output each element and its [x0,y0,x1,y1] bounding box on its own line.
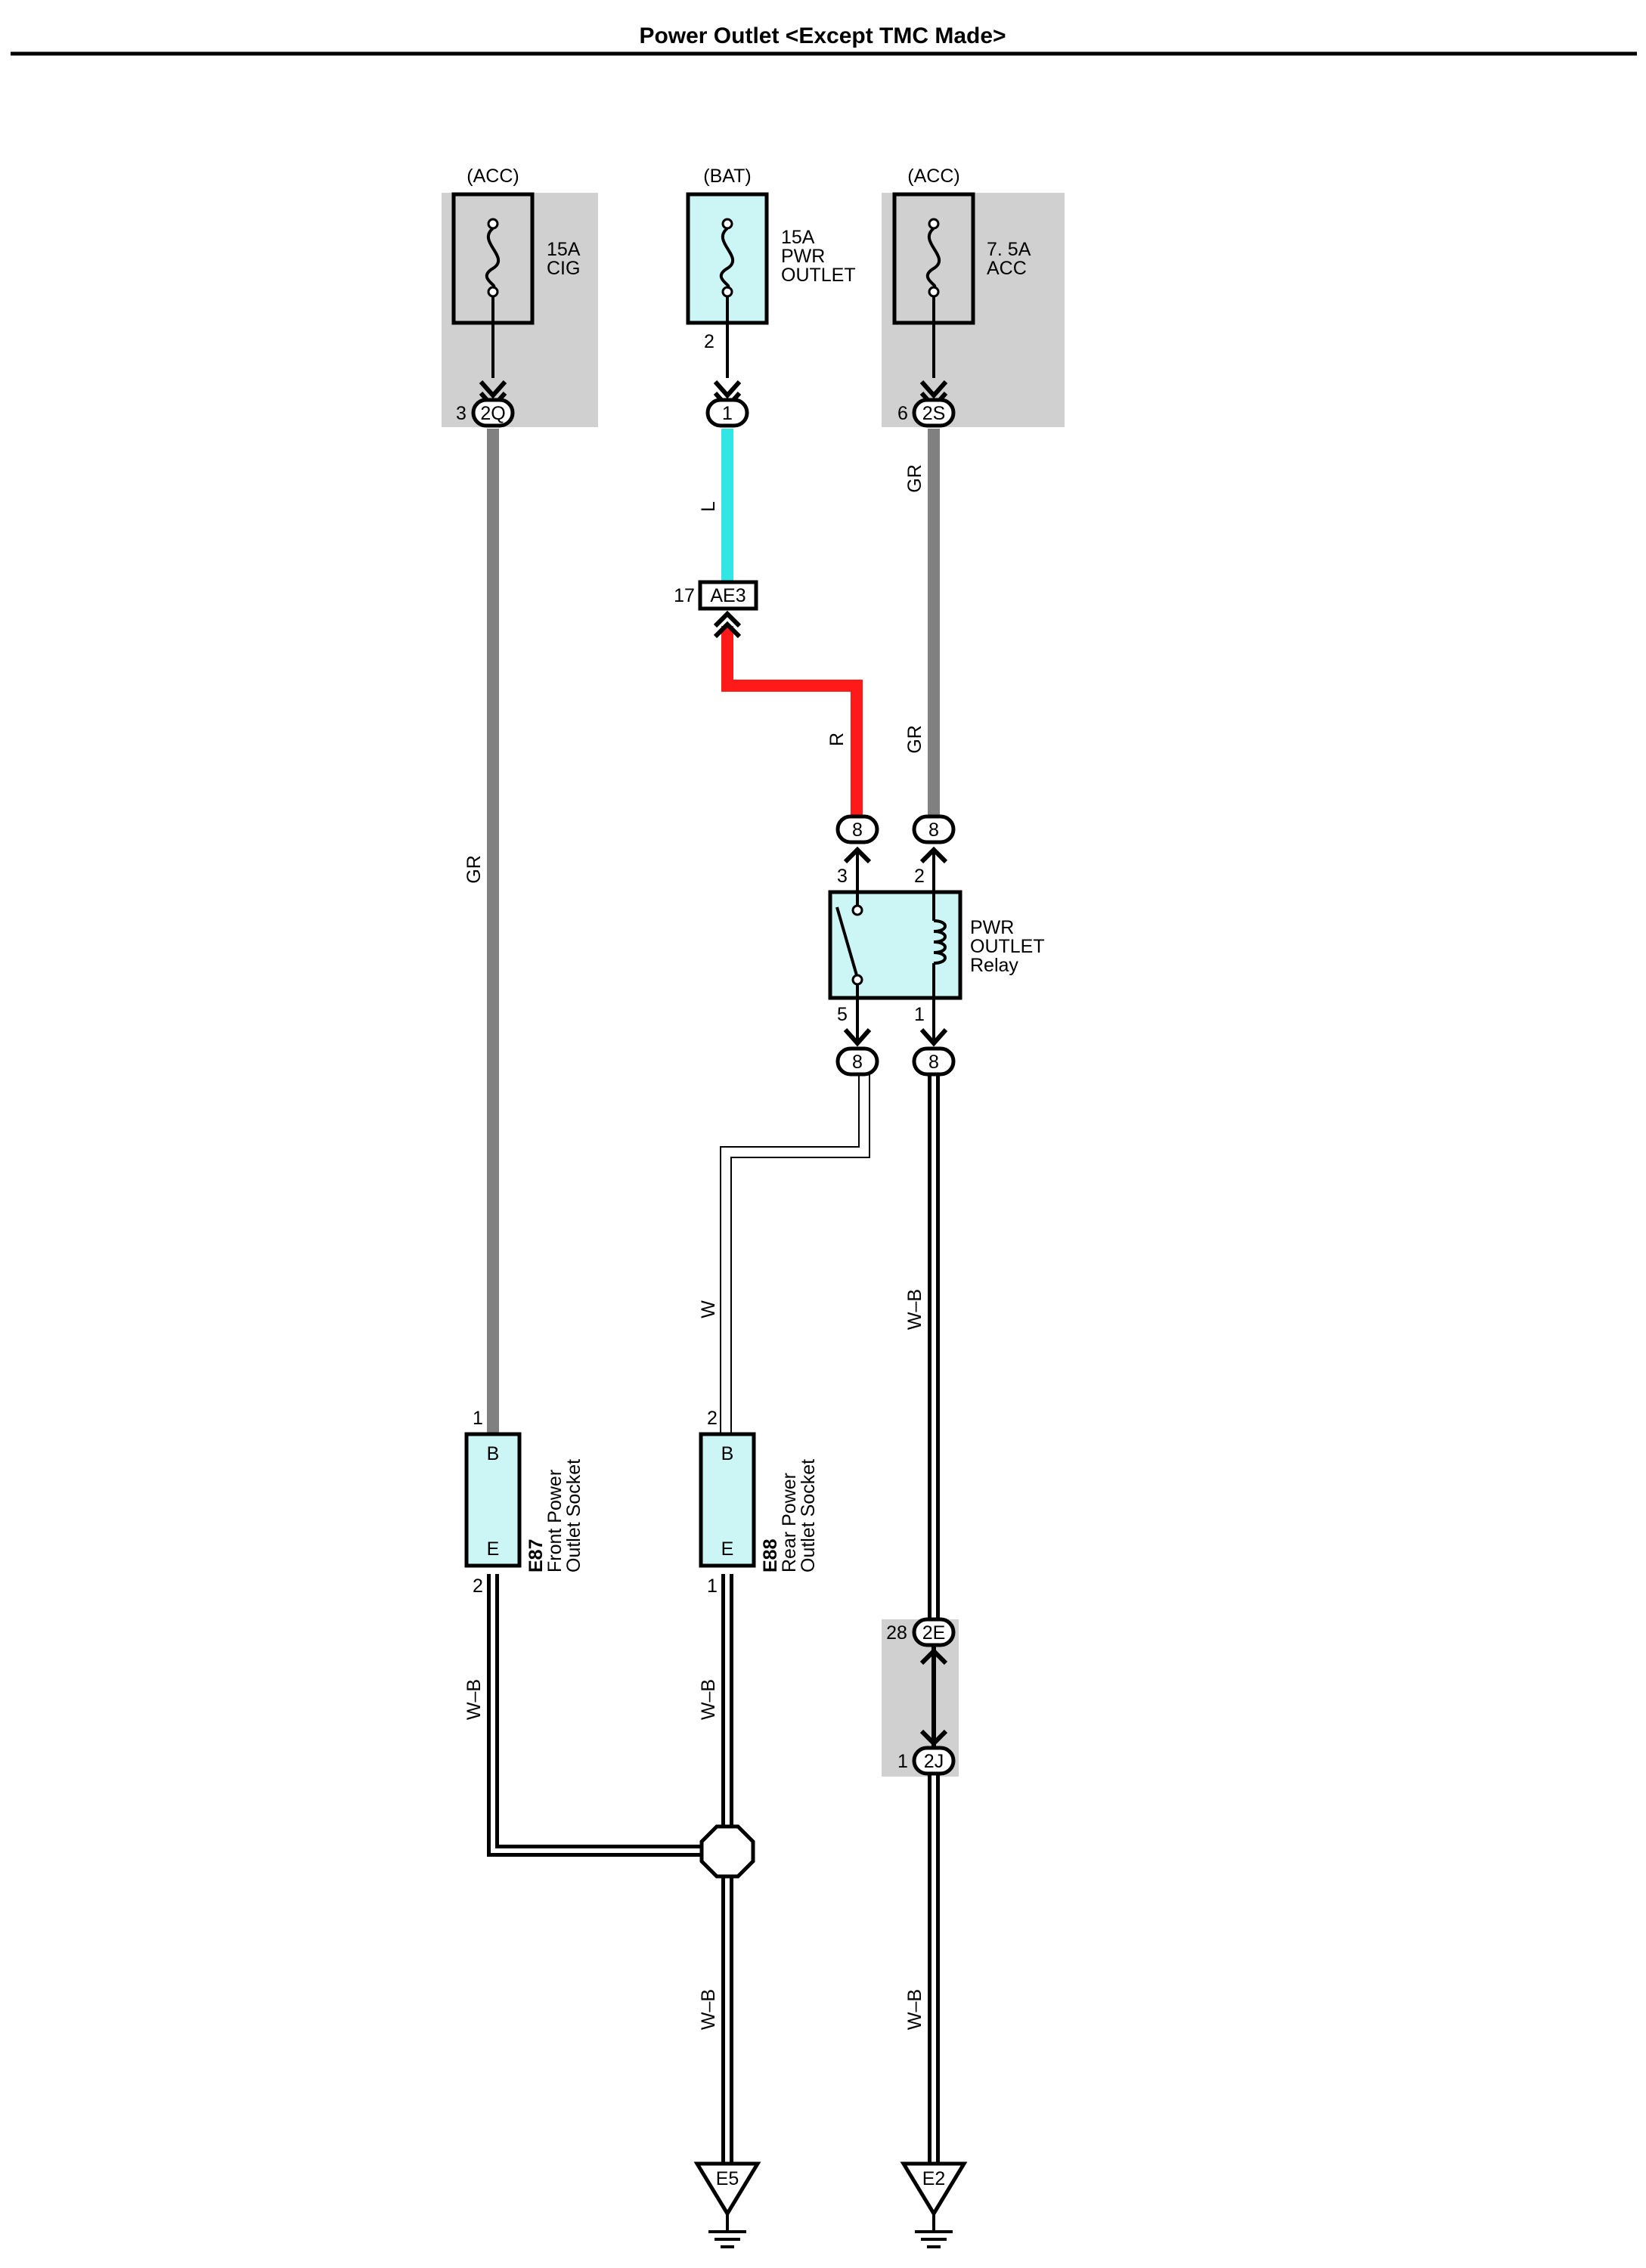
junction-ae3-pin: 17 [674,585,695,606]
junction-ae3-label: AE3 [710,585,746,606]
wire-label-gr: GR [904,725,925,754]
fuse-acc: (ACC) 7. 5A ACC [892,166,1031,378]
wire-label-gr: GR [463,855,485,884]
wire-label-wb: W–B [904,1989,925,2030]
wire-label-w: W [698,1300,719,1318]
fuse-element-icon [485,227,500,289]
connector-2j: 2J 1 [897,1746,956,1776]
fuse-pwr-pin: 2 [704,331,715,352]
rear-socket-pin-b: 2 [707,1408,718,1429]
wire-label-gr: GR [904,464,925,493]
fuse-cig-source: (ACC) [467,166,519,187]
fuse-acc-source: (ACC) [907,166,959,187]
fuse-cig-rating: 15A [547,239,581,260]
rear-socket-id: E88 [760,1538,781,1572]
wire-label-l: L [698,501,719,512]
connector-2e-pin: 28 [886,1622,907,1644]
connector-2s: 2S 6 [897,398,956,428]
fuse-element-icon [926,227,941,289]
relay-connector-top-right: 8 [912,814,956,844]
wire-label-wb: W–B [904,1289,925,1330]
fuse-acc-rating: 7. 5A [987,239,1031,260]
splice-point [699,1824,755,1879]
fuse-element-icon [720,227,734,289]
wire-wb-e87 [491,1574,726,1853]
wire-w [721,1075,869,1434]
arrow-up-icon [713,610,742,639]
fuse-cig-name: CIG [547,258,580,279]
ground-e5-label: E5 [716,2168,739,2189]
relay-switch-icon [835,906,858,976]
ground-e2-label: E2 [922,2168,946,2189]
relay-conn-label: 8 [928,820,939,841]
page-title: Power Outlet <Except TMC Made> [639,23,1006,48]
ground-icon [693,2161,761,2217]
front-socket-term-e: E [487,1538,500,1560]
front-socket-pin-e: 2 [473,1576,483,1597]
ground-e5: E5 [693,2161,761,2248]
rear-socket-pin-e: 1 [707,1576,718,1597]
relay-conn-label: 8 [852,1052,863,1073]
ground-e2: E2 [900,2161,968,2248]
front-socket-term-b: B [487,1443,500,1464]
fuse-pwr-outlet: (BAT) 15A PWR OUTLET 2 [686,166,856,378]
relay-body [828,890,962,1000]
rear-socket-term-b: B [721,1443,734,1464]
fuse-acc-name: ACC [987,258,1027,279]
wire-label-wb: W–B [698,1989,719,2030]
connector-2q-pin: 3 [456,403,467,424]
rear-socket-term-e: E [721,1538,734,1560]
relay-pin-3: 3 [837,866,848,887]
relay-name-2: OUTLET [970,936,1045,957]
arrow-down-icon [919,1028,948,1047]
junction-ae3: AE3 17 [674,580,758,639]
relay-connector-bottom-left: 8 [835,1046,879,1077]
relay-connector-top-left: 8 [835,814,879,844]
connector-1-label: 1 [722,403,733,424]
arrow-down-icon [843,1028,872,1047]
connector-2j-pin: 1 [897,1751,908,1772]
wire-label-wb: W–B [698,1679,719,1720]
arrow-down-icon [919,1729,948,1747]
connector-2q: 2Q 3 [456,398,515,428]
relay-conn-label: 8 [928,1052,939,1073]
connector-2j-label: 2J [924,1751,944,1772]
front-power-outlet-socket: B E 1 2 [464,1408,522,1597]
fuse-pwr-source: (BAT) [703,166,751,187]
wire-wb-e87-outline [487,1574,726,1857]
fuse-box-cig [442,193,598,427]
relay-coil-icon [933,919,947,965]
connector-2s-pin: 6 [897,403,908,424]
connector-2e-label: 2E [922,1622,946,1644]
front-socket-name-2: Outlet Socket [563,1459,584,1572]
connector-2q-label: 2Q [480,403,505,424]
connector-1: 1 [705,398,749,428]
ground-icon [900,2161,968,2217]
front-socket-id: E87 [525,1539,547,1572]
fuse-pwr-name2: OUTLET [781,265,856,286]
relay-pin-2: 2 [914,866,925,887]
fuse-cig: (ACC) 15A CIG [451,166,581,378]
front-socket-name-1: Front Power [544,1470,566,1572]
fuse-pwr-rating: 15A [781,227,815,248]
wire-label-r: R [826,733,848,746]
rear-socket-name-2: Outlet Socket [798,1459,819,1572]
relay-name-1: PWR [970,917,1014,938]
connector-2e: 2E 28 [886,1617,956,1647]
rear-power-outlet-socket: B E 2 1 [699,1408,756,1597]
relay-name-3: Relay [970,955,1018,976]
relay-connector-bottom-right: 8 [912,1046,956,1077]
front-socket-pin-b: 1 [473,1408,483,1429]
relay-conn-label: 8 [852,820,863,841]
connector-2s-label: 2S [922,403,946,424]
wire-r [721,626,863,816]
relay-pin-5: 5 [837,1004,848,1025]
relay-pin-1: 1 [914,1004,925,1025]
wire-w-outline [720,1075,870,1434]
wire-label-wb: W–B [463,1679,485,1720]
arrow-up-icon [919,1647,948,1665]
rear-socket-name-1: Rear Power [779,1473,800,1572]
fuse-pwr-name: PWR [781,246,825,267]
